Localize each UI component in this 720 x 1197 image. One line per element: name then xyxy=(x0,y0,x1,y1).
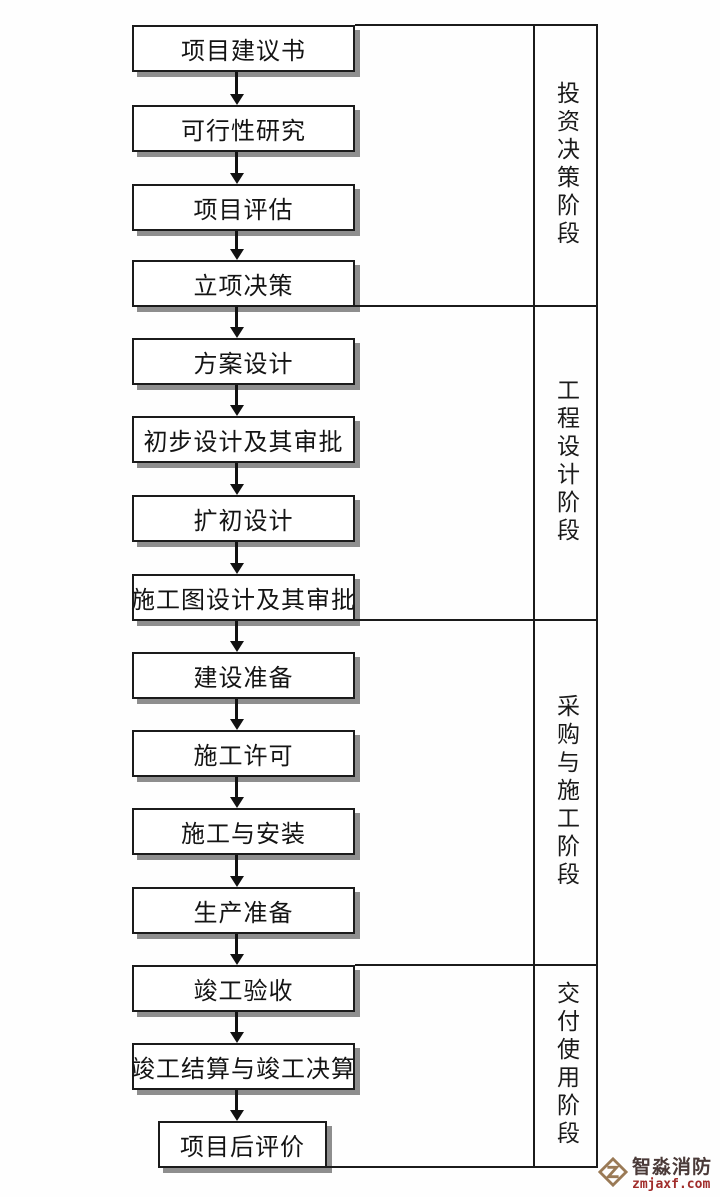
flow-step-construction-prep: 建设准备 xyxy=(132,652,355,699)
flow-step-project-evaluation: 项目评估 xyxy=(132,184,355,231)
flow-step-post-evaluation: 项目后评价 xyxy=(158,1121,327,1168)
flow-step-construction-permit: 施工许可 xyxy=(132,730,355,777)
arrow-down-icon xyxy=(230,777,244,808)
flow-step-production-prep: 生产准备 xyxy=(132,887,355,934)
phase-separator-1 xyxy=(355,305,598,307)
arrow-down-icon xyxy=(230,385,244,416)
flow-step-preliminary-design: 初步设计及其审批 xyxy=(132,416,355,463)
arrow-down-icon xyxy=(230,72,244,105)
flow-step-approval-decision: 立项决策 xyxy=(132,260,355,307)
step-label: 方案设计 xyxy=(193,352,294,378)
step-label: 可行性研究 xyxy=(181,119,306,145)
arrow-down-icon xyxy=(230,621,244,652)
brand-name: 智淼消防 xyxy=(632,1156,713,1178)
flow-step-scheme-design: 方案设计 xyxy=(132,338,355,385)
phase-label-procurement-construction: 采购与施工阶段 xyxy=(553,693,579,890)
step-label: 竣工结算与竣工决算 xyxy=(131,1057,356,1083)
flow-step-construction-installation: 施工与安装 xyxy=(132,808,355,855)
arrow-down-icon xyxy=(230,307,244,338)
phase-column-right-line xyxy=(596,24,598,1168)
step-label: 施工图设计及其审批 xyxy=(131,588,356,614)
brand-domain: zmjaxf.com xyxy=(632,1176,711,1192)
arrow-down-icon xyxy=(230,152,244,184)
step-label: 项目后评价 xyxy=(180,1135,305,1161)
arrow-down-icon xyxy=(230,231,244,260)
step-label: 立项决策 xyxy=(193,274,294,300)
arrow-down-icon xyxy=(230,1090,244,1121)
flow-step-expanded-design: 扩初设计 xyxy=(132,495,355,542)
phase-separator-3 xyxy=(355,964,598,966)
arrow-down-icon xyxy=(230,1012,244,1043)
arrow-down-icon xyxy=(230,934,244,965)
flow-step-completion-acceptance: 竣工验收 xyxy=(132,965,355,1012)
flow-step-feasibility-study: 可行性研究 xyxy=(132,105,355,152)
arrow-down-icon xyxy=(230,542,244,574)
flow-step-project-proposal: 项目建议书 xyxy=(132,25,355,72)
phase-column-left-line xyxy=(533,24,535,1168)
arrow-down-icon xyxy=(230,463,244,495)
step-label: 项目建议书 xyxy=(181,39,306,65)
phase-label-engineering-design: 工程设计阶段 xyxy=(553,378,579,546)
flow-step-completion-settlement: 竣工结算与竣工决算 xyxy=(131,1043,356,1090)
step-label: 生产准备 xyxy=(193,901,294,927)
arrow-down-icon xyxy=(230,699,244,730)
phase-label-delivery-use: 交付使用阶段 xyxy=(553,981,579,1149)
step-label: 施工许可 xyxy=(193,744,294,770)
step-label: 竣工验收 xyxy=(193,979,294,1005)
step-label: 初步设计及其审批 xyxy=(143,430,344,456)
brand-watermark: 智淼消防 zmjaxf.com xyxy=(597,1156,713,1192)
phase-separator-bottom xyxy=(327,1166,598,1168)
step-label: 施工与安装 xyxy=(181,822,306,848)
step-label: 建设准备 xyxy=(193,666,294,692)
step-label: 项目评估 xyxy=(193,198,294,224)
phase-separator-top xyxy=(355,24,598,26)
arrow-down-icon xyxy=(230,855,244,887)
phase-label-investment-decision: 投资决策阶段 xyxy=(553,80,579,249)
brand-logo-icon xyxy=(597,1156,629,1192)
step-label: 扩初设计 xyxy=(193,509,294,535)
flow-step-construction-drawing: 施工图设计及其审批 xyxy=(131,574,356,621)
phase-separator-2 xyxy=(355,619,598,621)
